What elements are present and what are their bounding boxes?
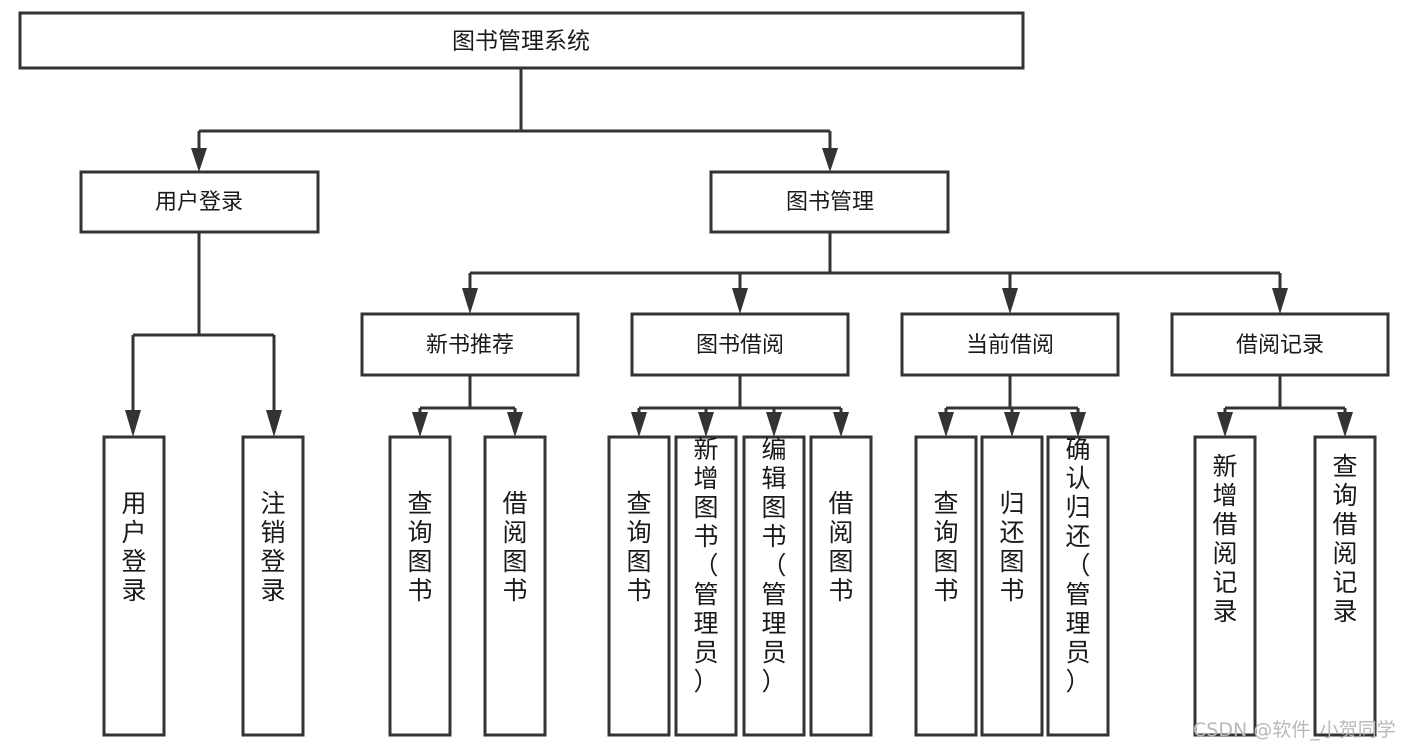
leaf-node[interactable]: 查询图书 [914, 435, 978, 737]
connector-book-borrow-to-leaves [637, 375, 843, 418]
leaf-node[interactable]: 确认归还（管理员） [1046, 435, 1110, 737]
leaf-node[interactable]: 用户登录 [102, 435, 166, 737]
leaf-box-user-login-2[interactable] [241, 435, 305, 737]
leaf-label-user-login-1: 用户登录 [121, 489, 146, 605]
leaf-box-current-borrow-1[interactable] [914, 435, 978, 737]
arrow-book-borrow-leaf-2 [698, 412, 714, 437]
new-book-recommend-box[interactable] [360, 312, 580, 377]
leaf-label-current-borrow-2: 归还图书 [999, 489, 1024, 605]
arrow-borrow-record-leaf-1 [1217, 412, 1233, 437]
leaf-label-current-borrow-1: 查询图书 [933, 489, 958, 605]
root-box[interactable] [18, 11, 1025, 70]
connector-borrow-record-to-leaves [1223, 375, 1347, 418]
book-borrow-box[interactable] [630, 312, 850, 377]
node-book-borrow[interactable]: 图书借阅 [630, 312, 850, 377]
current-borrow-label: 当前借阅 [966, 333, 1054, 358]
connector-book-manage-to-level3 [468, 232, 1282, 295]
leaf-box-current-borrow-3[interactable] [1046, 435, 1110, 737]
connector-new-book-to-leaves [418, 375, 517, 418]
arrow-new-book-leaf-1 [412, 412, 428, 437]
leaf-box-new-book-2[interactable] [483, 435, 547, 737]
book-manage-label: 图书管理 [786, 190, 874, 215]
arrow-new-book-leaf-2 [507, 412, 523, 437]
leaf-label-book-borrow-2: 新增图书（管理员） [693, 435, 718, 696]
arrow-current-borrow-leaf-1 [938, 412, 954, 437]
leaf-label-borrow-record-1: 新增借阅记录 [1212, 452, 1237, 626]
arrow-to-user-login [191, 148, 207, 172]
node-root-system[interactable]: 图书管理系统 [18, 11, 1025, 70]
leaf-node[interactable]: 借阅图书 [809, 435, 873, 737]
leaf-label-book-borrow-4: 借阅图书 [828, 489, 853, 605]
leaf-box-book-borrow-4[interactable] [809, 435, 873, 737]
leaf-node[interactable]: 新增借阅记录 [1193, 435, 1257, 737]
current-borrow-box[interactable] [900, 312, 1120, 377]
borrow-record-label: 借阅记录 [1236, 333, 1324, 358]
leaf-box-borrow-record-1[interactable] [1193, 435, 1257, 737]
leaf-label-current-borrow-3: 确认归还（管理员） [1065, 435, 1090, 696]
leaf-box-book-borrow-1[interactable] [607, 435, 671, 737]
arrow-borrow-record-leaf-2 [1337, 412, 1353, 437]
leaf-node[interactable]: 查询图书 [607, 435, 671, 737]
leaf-node[interactable]: 归还图书 [980, 435, 1044, 737]
root-label: 图书管理系统 [452, 29, 590, 55]
leaf-box-current-borrow-2[interactable] [980, 435, 1044, 737]
node-current-borrow[interactable]: 当前借阅 [900, 312, 1120, 377]
user-login-label: 用户登录 [155, 190, 243, 215]
csdn-watermark: CSDN @软件_小贺同学 [1193, 719, 1396, 741]
connector-layer [125, 68, 1353, 437]
leaf-label-new-book-2: 借阅图书 [502, 489, 527, 605]
leaf-box-new-book-1[interactable] [388, 435, 452, 737]
user-login-box[interactable] [79, 170, 320, 234]
new-book-recommend-label: 新书推荐 [426, 333, 514, 358]
arrow-current-borrow-leaf-2 [1004, 412, 1020, 437]
leaf-node[interactable]: 查询图书 [388, 435, 452, 737]
leaf-label-new-book-1: 查询图书 [407, 489, 432, 605]
leaf-node[interactable]: 借阅图书 [483, 435, 547, 737]
arrow-book-borrow-leaf-4 [833, 412, 849, 437]
arrow-book-borrow-leaf-3 [766, 412, 782, 437]
arrow-user-login-leaf-2 [266, 410, 282, 437]
arrow-to-new-book [462, 288, 478, 314]
borrow-record-box[interactable] [1170, 312, 1390, 377]
leaf-box-user-login-1[interactable] [102, 435, 166, 737]
leaf-label-user-login-2: 注销登录 [260, 489, 285, 605]
arrow-to-book-manage [822, 148, 838, 172]
connector-current-borrow-to-leaves [944, 375, 1080, 418]
connector-root-to-level2 [197, 68, 832, 157]
leaf-node[interactable]: 编辑图书（管理员） [742, 435, 806, 737]
leaf-label-book-borrow-3: 编辑图书（管理员） [761, 435, 786, 696]
arrow-book-borrow-leaf-1 [631, 412, 647, 437]
book-manage-box[interactable] [709, 170, 950, 234]
leaf-box-borrow-record-2[interactable] [1313, 435, 1377, 737]
connector-user-login-to-leaves [131, 232, 276, 417]
arrow-to-book-borrow [732, 288, 748, 314]
leaf-node[interactable]: 新增图书（管理员） [674, 435, 738, 737]
leaf-node[interactable]: 查询借阅记录 [1313, 435, 1377, 737]
arrow-to-current-borrow [1002, 288, 1018, 314]
node-user-login[interactable]: 用户登录 [79, 170, 320, 234]
node-borrow-record[interactable]: 借阅记录 [1170, 312, 1390, 377]
arrow-user-login-leaf-1 [125, 410, 141, 437]
arrow-to-borrow-record [1272, 288, 1288, 314]
arrow-current-borrow-leaf-3 [1070, 412, 1086, 437]
leaf-box-book-borrow-2[interactable] [674, 435, 738, 737]
leaf-box-book-borrow-3[interactable] [742, 435, 806, 737]
node-book-manage[interactable]: 图书管理 [709, 170, 950, 234]
node-new-book-recommend[interactable]: 新书推荐 [360, 312, 580, 377]
leaf-node[interactable]: 注销登录 [241, 435, 305, 737]
leaf-label-book-borrow-1: 查询图书 [626, 489, 651, 605]
book-borrow-label: 图书借阅 [696, 333, 784, 358]
leaf-label-borrow-record-2: 查询借阅记录 [1332, 452, 1357, 626]
